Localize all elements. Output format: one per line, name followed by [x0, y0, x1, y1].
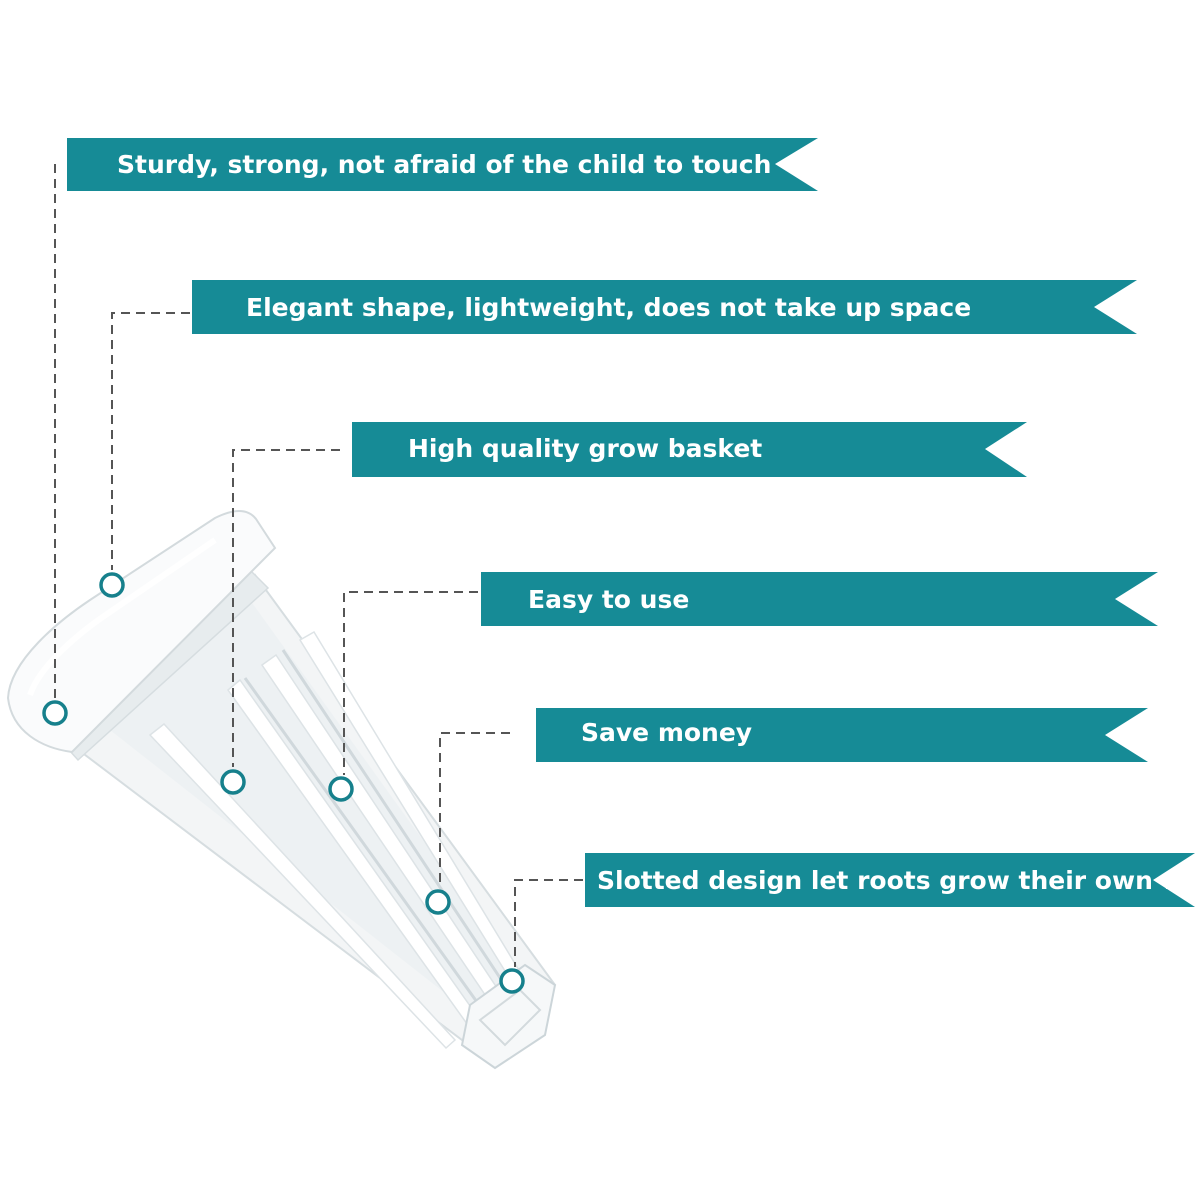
basket-rim: [6, 510, 277, 754]
marker-dot-5: [425, 889, 451, 915]
markers: [42, 572, 525, 994]
feature-banner-3: High quality grow basket: [352, 422, 1027, 477]
feature-banner-4: Easy to use: [481, 572, 1158, 626]
banner-ribbon: [192, 280, 1137, 334]
leader-line-5: [439, 732, 510, 888]
basket-inner-shade: [110, 600, 520, 1030]
feature-label-2: Elegant shape, lightweight, does not tak…: [246, 293, 971, 322]
feature-label-4: Easy to use: [528, 585, 689, 614]
feature-banner-5: Save money: [536, 708, 1148, 762]
leader-line-2: [111, 312, 190, 570]
basket-bottom-detail: [478, 988, 542, 1047]
basket-slot: [148, 722, 457, 1050]
marker-dot-1: [42, 700, 68, 726]
marker-dot-4: [328, 776, 354, 802]
marker-dot-6: [499, 968, 525, 994]
basket-rib: [281, 649, 514, 997]
marker-dot-3: [220, 769, 246, 795]
banner-ribbon: [481, 572, 1158, 626]
feature-banner-1: Sturdy, strong, not afraid of the child …: [67, 138, 818, 191]
marker-dot-2: [99, 572, 125, 598]
basket-rib: [243, 677, 489, 1017]
banner-ribbon: [352, 422, 1027, 477]
leader-line-3: [232, 449, 340, 767]
banner-ribbon: [536, 708, 1148, 762]
feature-label-1: Sturdy, strong, not afraid of the child …: [117, 150, 771, 179]
basket-bottom-cap: [460, 963, 557, 1070]
feature-banner-6: Slotted design let roots grow their own …: [585, 853, 1200, 907]
feature-label-6: Slotted design let roots grow their own …: [597, 866, 1200, 895]
leader-line-4: [343, 591, 478, 775]
grow-basket-product-image: [6, 510, 557, 1070]
feature-banner-2: Elegant shape, lightweight, does not tak…: [192, 280, 1137, 334]
feature-label-5: Save money: [581, 718, 752, 747]
leader-line-6: [514, 879, 583, 967]
banner-ribbon: [67, 138, 818, 191]
leader-lines: [54, 164, 583, 967]
feature-label-3: High quality grow basket: [408, 434, 762, 463]
banner-ribbon: [585, 853, 1195, 907]
basket-rim-highlight: [27, 537, 217, 697]
